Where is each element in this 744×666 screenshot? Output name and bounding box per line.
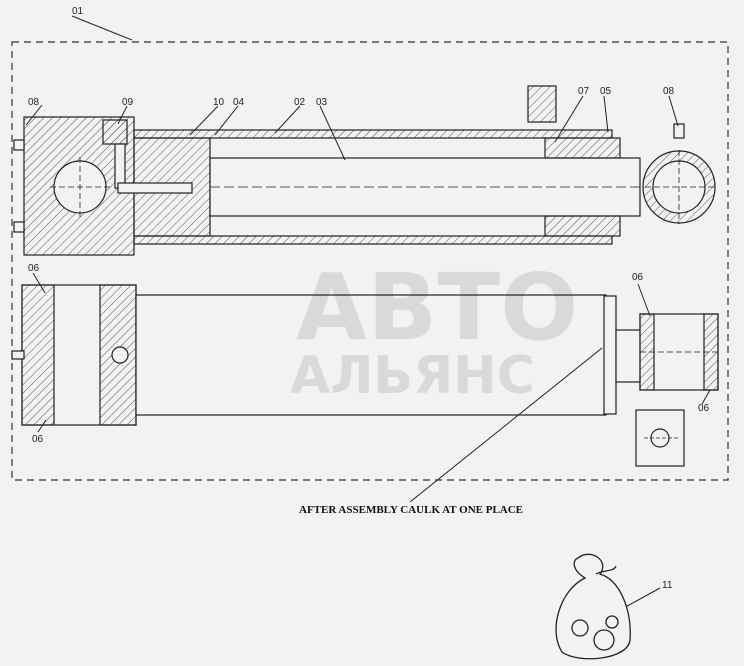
callout-02: 02 xyxy=(294,97,306,108)
callout-08-left: 08 xyxy=(28,97,40,108)
callout-10: 10 xyxy=(213,97,225,108)
callout-04: 04 xyxy=(233,97,245,108)
exterior-view xyxy=(11,284,719,467)
assembly-note: AFTER ASSEMBLY CAULK AT ONE PLACE xyxy=(299,504,524,516)
section-view xyxy=(13,85,716,256)
callout-01: 01 xyxy=(72,6,84,17)
watermark-line2: АЛЬЯНС xyxy=(290,346,535,406)
callout-09: 09 xyxy=(122,97,134,108)
assembly-boundary xyxy=(11,41,729,481)
callout-06-lower-left: 06 xyxy=(32,434,44,445)
callout-05: 05 xyxy=(600,86,612,97)
callout-06-lower-right: 06 xyxy=(698,403,710,414)
callout-06-upper-left: 06 xyxy=(28,263,40,274)
leader-lines xyxy=(25,15,711,611)
callout-06-upper-right: 06 xyxy=(632,272,644,283)
callout-11: 11 xyxy=(662,580,673,591)
parts-bag-icon xyxy=(555,553,631,660)
watermark-line1: АВТО xyxy=(296,254,579,361)
callout-08-right: 08 xyxy=(663,86,675,97)
callout-03: 03 xyxy=(316,97,328,108)
callout-07: 07 xyxy=(578,86,590,97)
